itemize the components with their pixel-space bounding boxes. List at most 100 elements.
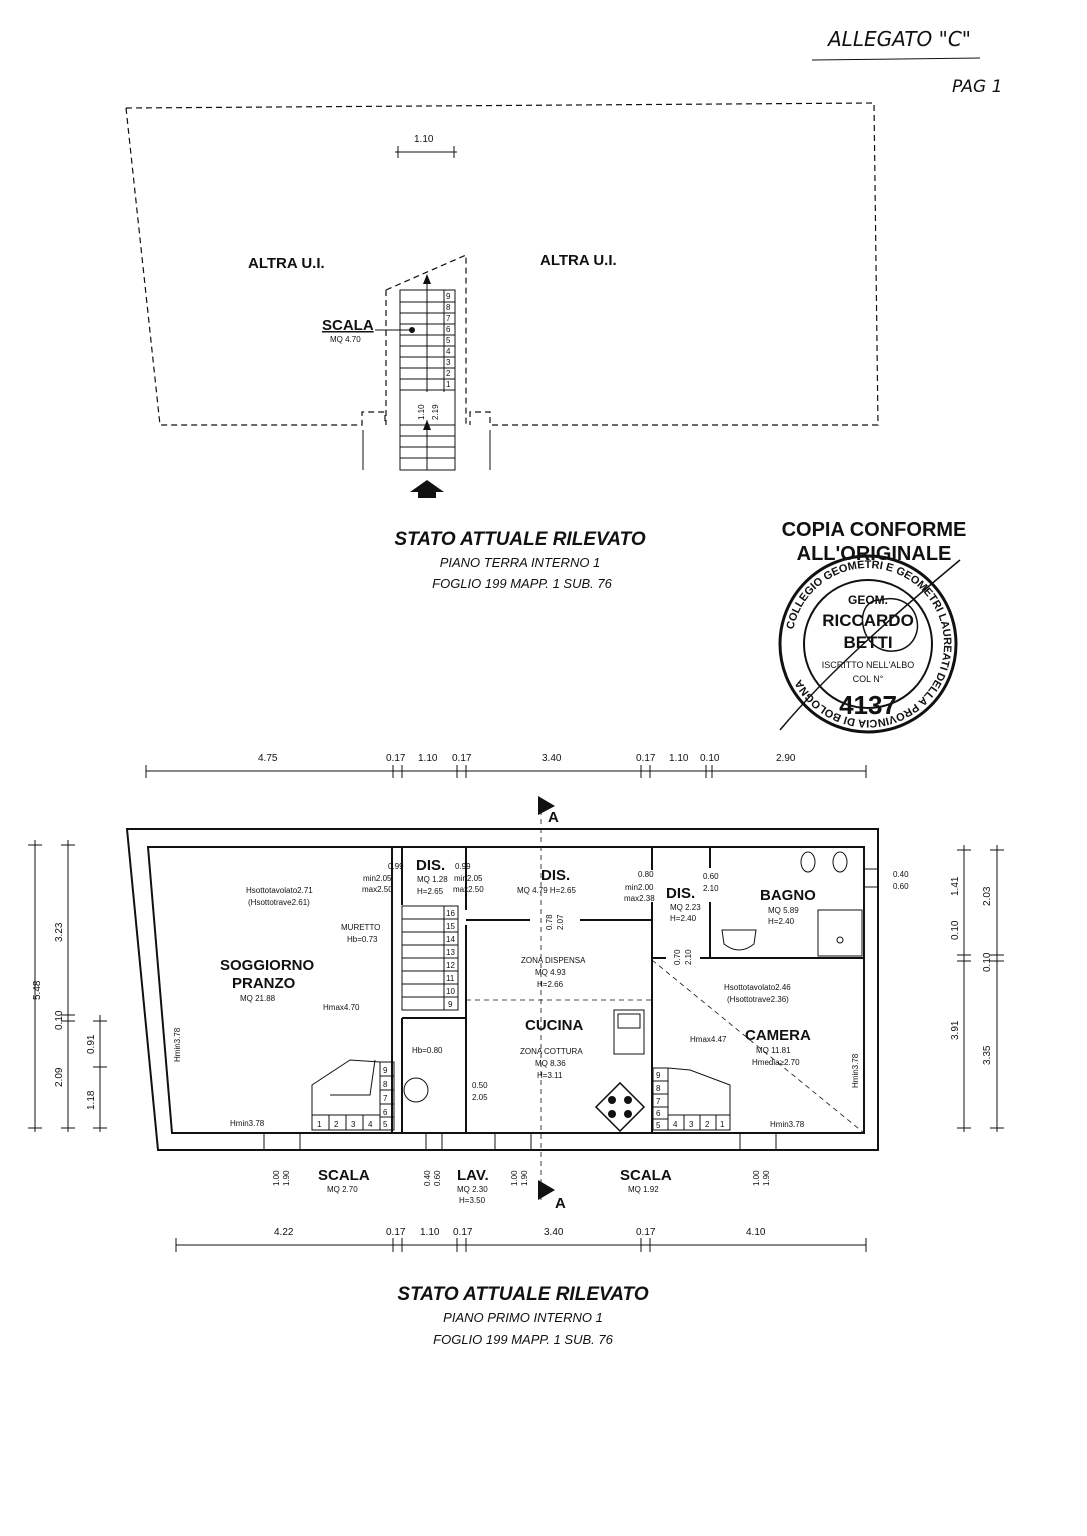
svg-text:3: 3 (351, 1120, 356, 1129)
svg-text:Hsottotavolato2.46: Hsottotavolato2.46 (724, 983, 791, 992)
svg-text:1: 1 (446, 380, 451, 389)
ff-outer-wall (125, 828, 879, 1151)
svg-text:H=3.50: H=3.50 (459, 1196, 486, 1205)
ff-left-stair: 9 8 7 6 5 1 2 3 4 (311, 1059, 395, 1131)
svg-text:12: 12 (446, 961, 455, 970)
svg-text:4.10: 4.10 (746, 1227, 766, 1238)
svg-text:2.09: 2.09 (54, 1067, 65, 1087)
svg-text:2.90: 2.90 (776, 753, 796, 764)
svg-text:1.10: 1.10 (420, 1227, 440, 1238)
svg-text:min2.05: min2.05 (363, 874, 392, 883)
allegato-label: ALLEGATO "C" (826, 27, 971, 51)
svg-text:0.17: 0.17 (636, 1227, 656, 1238)
svg-text:7: 7 (383, 1094, 388, 1103)
sink-icon (721, 929, 757, 951)
svg-text:COL N°: COL N° (853, 674, 884, 684)
first-floor-plan: 4.75 0.17 1.10 0.17 3.40 0.17 1.10 0.10 … (28, 753, 1004, 1347)
toilet-icon (832, 851, 848, 873)
svg-text:3.23: 3.23 (54, 922, 65, 942)
allegato-underline (811, 57, 981, 61)
svg-text:3: 3 (689, 1120, 694, 1129)
svg-text:Hmax4.70: Hmax4.70 (323, 1003, 360, 1012)
svg-text:min2.00: min2.00 (625, 883, 654, 892)
svg-text:MQ 5.89: MQ 5.89 (768, 906, 799, 915)
svg-text:0.99: 0.99 (455, 862, 471, 871)
svg-text:3.91: 3.91 (950, 1020, 961, 1040)
svg-text:0.78: 0.78 (545, 914, 554, 930)
room-cucina: CUCINA (525, 1017, 583, 1034)
svg-text:2.10: 2.10 (703, 884, 719, 893)
svg-text:MQ 2.30: MQ 2.30 (457, 1185, 488, 1194)
certification-stamp: COPIA CONFORME ALL'ORIGINALE COLLEGIO GE… (778, 519, 967, 734)
svg-text:Hmedia≥2.70: Hmedia≥2.70 (752, 1058, 800, 1067)
ground-floor-plan: 9 8 7 6 5 4 3 2 1 1.10 1.10 2.19 ALT (125, 102, 879, 591)
svg-text:0.40: 0.40 (893, 870, 909, 879)
first-floor-foglio: FOGLIO 199 MAPP. 1 SUB. 76 (433, 1332, 613, 1347)
svg-text:PRANZO: PRANZO (232, 975, 296, 992)
svg-text:0.91: 0.91 (86, 1034, 97, 1054)
svg-text:MURETTO: MURETTO (341, 923, 380, 932)
svg-text:H=2.65: H=2.65 (417, 887, 444, 896)
svg-text:MQ 21.88: MQ 21.88 (240, 994, 276, 1003)
svg-text:1: 1 (720, 1120, 725, 1129)
svg-text:5: 5 (446, 336, 451, 345)
svg-text:MQ 11.81: MQ 11.81 (756, 1046, 791, 1055)
svg-text:15: 15 (446, 922, 455, 931)
svg-text:7: 7 (446, 314, 451, 323)
svg-text:9: 9 (383, 1066, 388, 1075)
svg-text:1.00: 1.00 (272, 1170, 281, 1186)
stamp-originale: ALL'ORIGINALE (797, 543, 952, 565)
svg-text:1.90: 1.90 (282, 1170, 291, 1186)
ff-right-stair: 9 8 7 6 5 4 3 2 1 (652, 1067, 731, 1131)
svg-text:0.80: 0.80 (638, 870, 654, 879)
room-dis-3: DIS. (666, 885, 695, 902)
svg-text:Hmin3.78: Hmin3.78 (173, 1027, 182, 1062)
svg-text:0.10: 0.10 (950, 920, 961, 940)
kitchen-sink-icon (613, 1009, 645, 1055)
svg-text:5: 5 (383, 1120, 388, 1129)
svg-text:MQ 1.92: MQ 1.92 (628, 1185, 659, 1194)
svg-text:8: 8 (446, 303, 451, 312)
svg-text:1.90: 1.90 (762, 1170, 771, 1186)
svg-text:2: 2 (446, 369, 451, 378)
stamp-copia: COPIA CONFORME (782, 519, 967, 541)
ground-scala-mq: MQ 4.70 (330, 335, 361, 344)
svg-text:4.75: 4.75 (258, 753, 278, 764)
svg-text:0.17: 0.17 (636, 753, 656, 764)
svg-text:2: 2 (705, 1120, 710, 1129)
svg-text:MQ 8.36: MQ 8.36 (535, 1059, 566, 1068)
svg-text:9: 9 (446, 292, 451, 301)
svg-text:A: A (555, 1195, 566, 1212)
svg-text:8: 8 (656, 1084, 661, 1093)
svg-text:0.60: 0.60 (703, 872, 719, 881)
shower-icon (817, 909, 863, 957)
svg-text:6: 6 (656, 1109, 661, 1118)
first-floor-title: STATO ATTUALE RILEVATO (397, 1284, 648, 1305)
svg-text:4: 4 (673, 1120, 678, 1129)
svg-text:MQ 2.23: MQ 2.23 (670, 903, 701, 912)
svg-text:9: 9 (656, 1071, 661, 1080)
ground-subtitle: PIANO TERRA INTERNO 1 (440, 555, 601, 570)
svg-text:0.60: 0.60 (433, 1170, 442, 1186)
svg-text:4: 4 (446, 347, 451, 356)
svg-text:ISCRITTO NELL'ALBO: ISCRITTO NELL'ALBO (822, 660, 915, 670)
ground-foglio: FOGLIO 199 MAPP. 1 SUB. 76 (432, 576, 612, 591)
window-cucina (494, 1132, 532, 1151)
svg-text:11: 11 (446, 974, 455, 983)
svg-text:1.90: 1.90 (520, 1170, 529, 1186)
svg-text:6: 6 (446, 325, 451, 334)
svg-text:0.60: 0.60 (893, 882, 909, 891)
svg-text:1: 1 (317, 1120, 322, 1129)
entrance-arrow-icon (410, 480, 444, 498)
svg-text:1.18: 1.18 (86, 1090, 97, 1110)
svg-text:2.10: 2.10 (684, 949, 693, 965)
signature-scribble (779, 559, 961, 731)
ff-main-stair: 16 15 14 13 12 11 10 9 (401, 905, 459, 1011)
svg-text:7: 7 (656, 1097, 661, 1106)
svg-text:2: 2 (334, 1120, 339, 1129)
svg-text:4: 4 (368, 1120, 373, 1129)
svg-text:10: 10 (446, 987, 455, 996)
stamp-name2: BETTI (843, 633, 892, 652)
svg-text:6: 6 (383, 1108, 388, 1117)
